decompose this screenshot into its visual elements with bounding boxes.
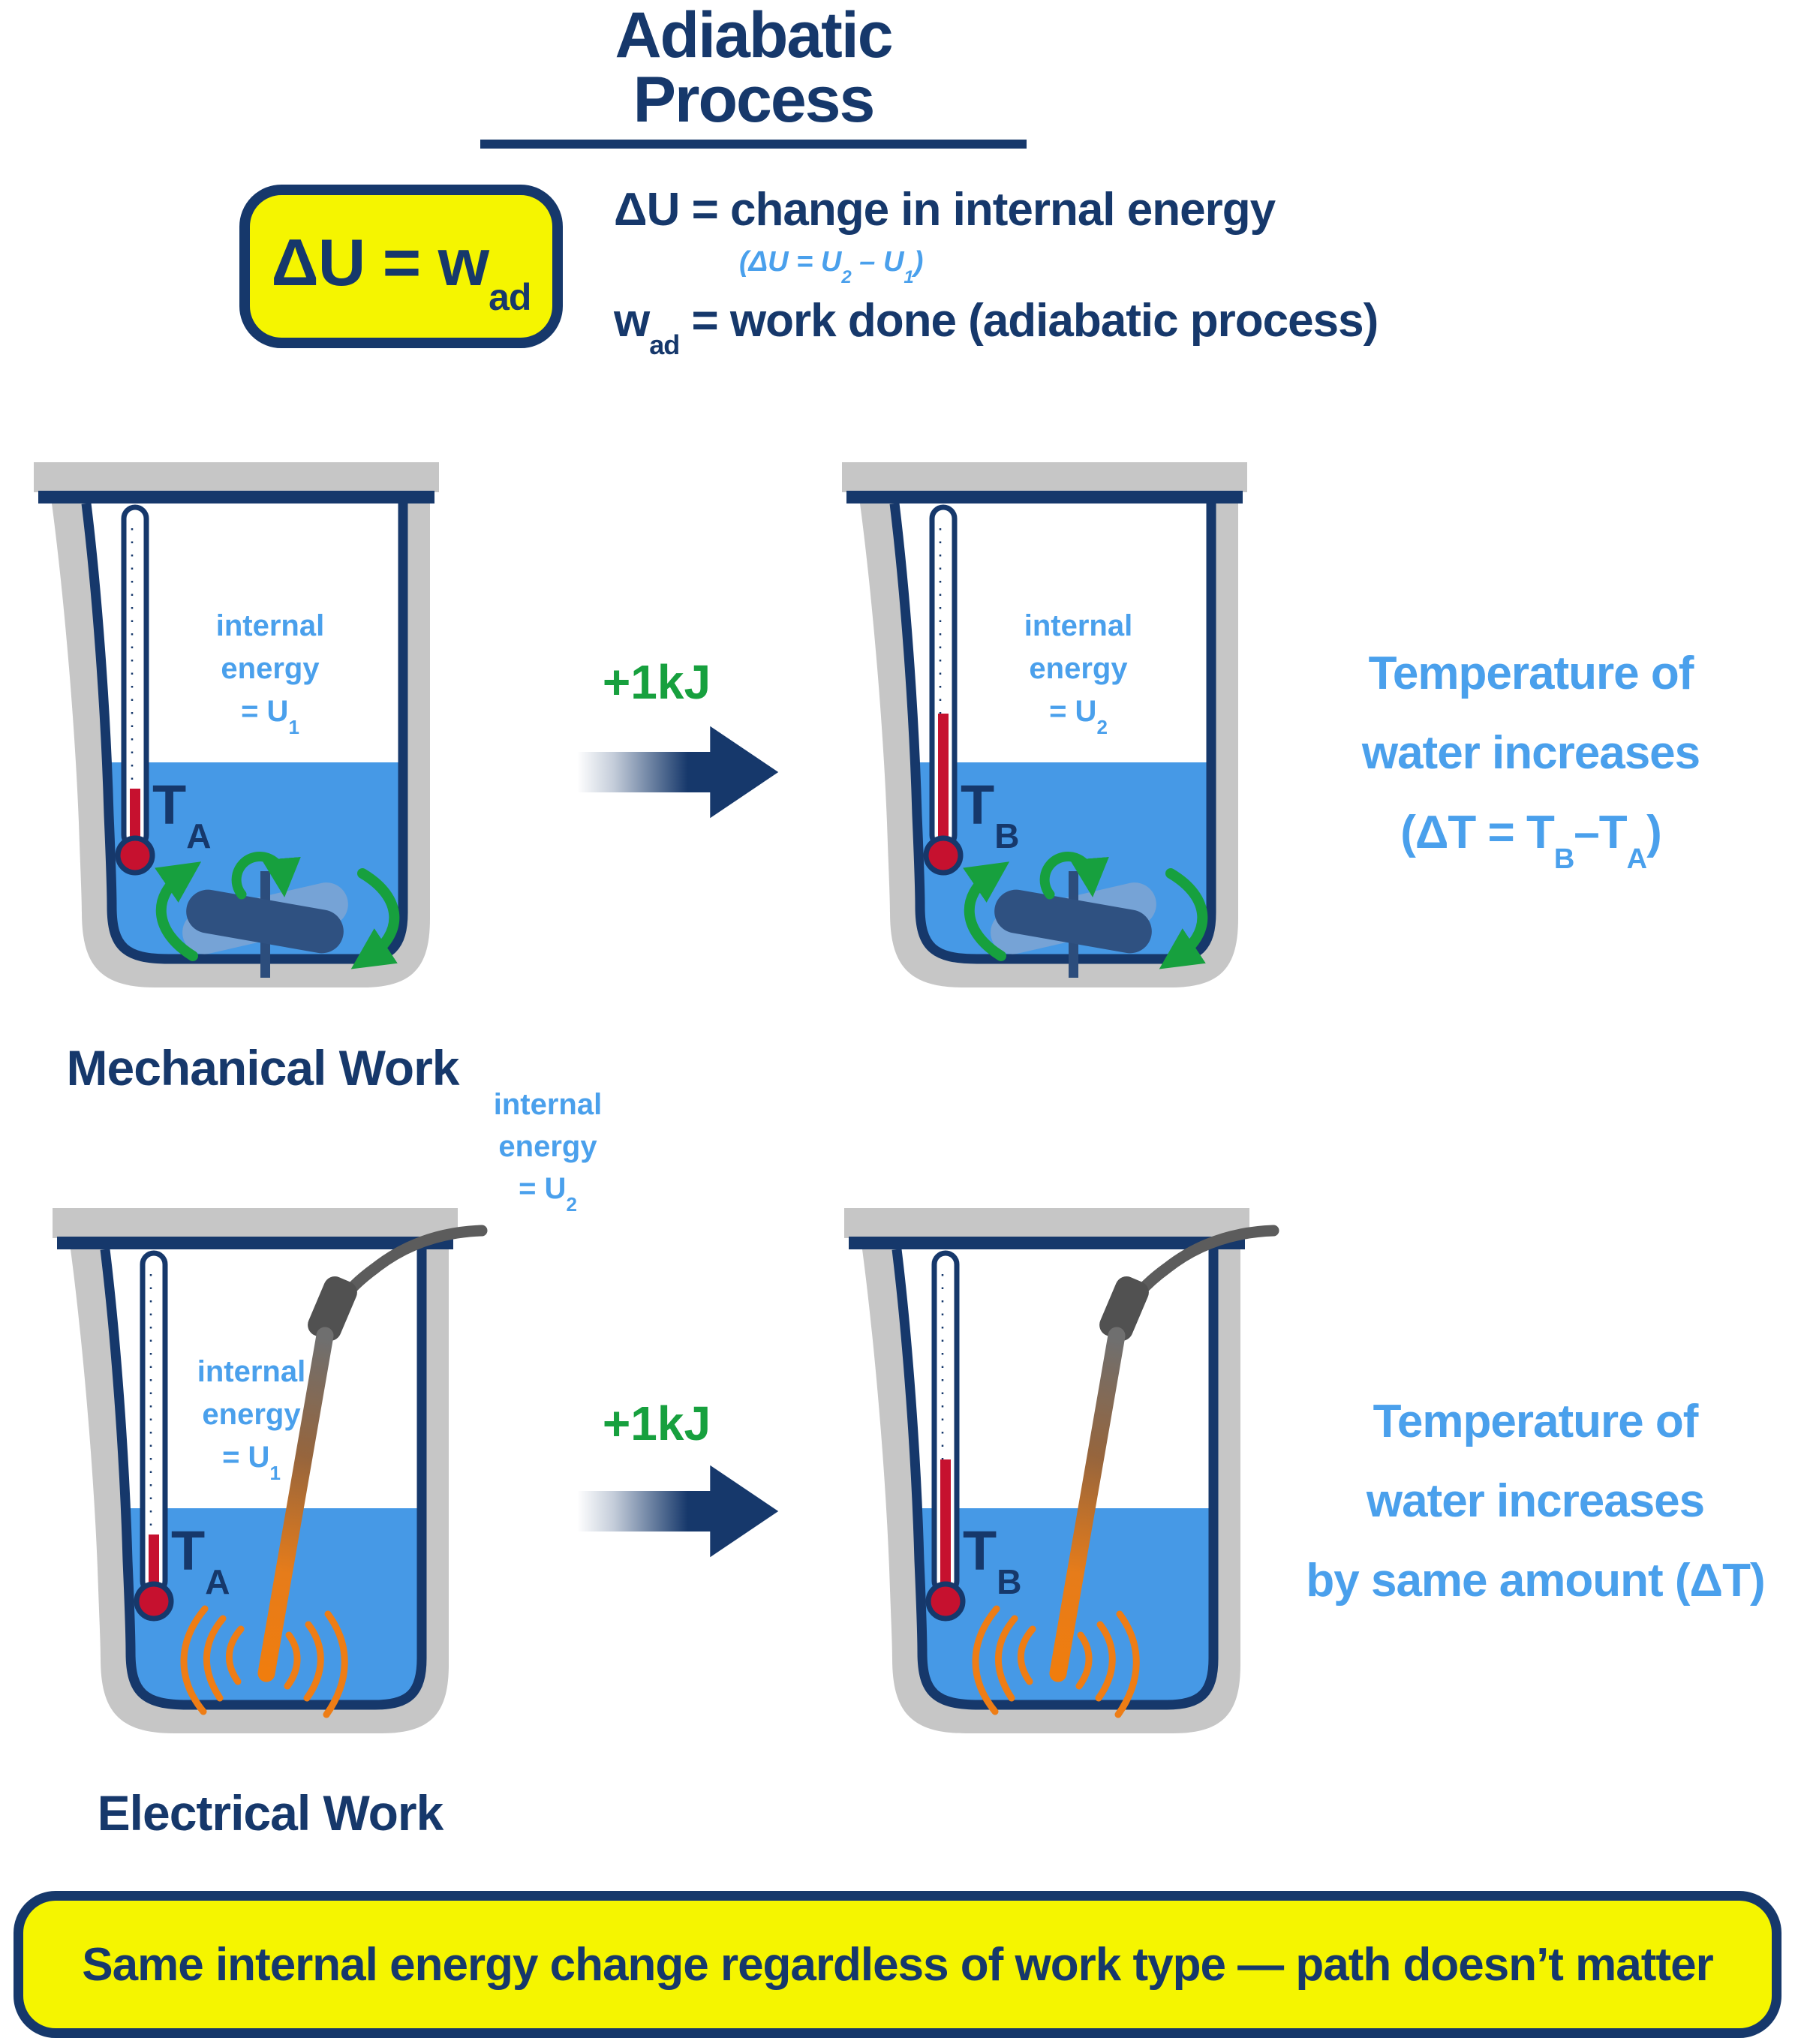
electrical-work-title: Electrical Work — [97, 1785, 444, 1841]
internal-energy-label: internal energy = U1 — [215, 609, 325, 738]
energy-added-label: +1kJ — [602, 1396, 711, 1450]
beaker-mechanical-after: internal energy = U2 TB — [842, 462, 1247, 1006]
right-arrow-icon — [577, 1465, 779, 1558]
electrical-caption: Temperature of water increases by same a… — [1306, 1396, 1765, 1607]
beaker-shell — [844, 1208, 1249, 1733]
beaker-mechanical-before: internal energy = U1 TA — [34, 462, 439, 1006]
internal-energy-label: internal energy = U1 — [197, 1355, 306, 1484]
beaker-electrical-before: internal energy = U1 TA — [53, 1208, 458, 1752]
temperature-label: TA — [171, 1519, 230, 1601]
page-title-wrap: Adiabatic Process — [480, 3, 1027, 149]
temperature-label: TB — [961, 774, 1020, 855]
beaker-electrical-after: TB — [844, 1208, 1249, 1752]
thermometer-icon — [928, 1253, 963, 1619]
thermometer-icon — [118, 507, 152, 873]
mechanical-work-title: Mechanical Work — [66, 1040, 460, 1096]
formula-text: ΔU = wad — [271, 225, 532, 318]
definition-line-1: ΔU = change in internal energy — [614, 184, 1276, 236]
temperature-label: TA — [152, 774, 212, 855]
footer-note-box: Same internal energy change regardless o… — [14, 1891, 1781, 2038]
definition-line-3: wad = work done (adiabatic process) — [614, 295, 1379, 361]
energy-added-label: +1kJ — [602, 655, 711, 709]
internal-energy-label: internal energy = U2 — [1024, 609, 1133, 738]
mechanical-caption: Temperature of water increases (ΔT = TB–… — [1361, 648, 1700, 875]
formula-box: ΔU = wad — [239, 185, 563, 348]
beaker-graphic — [844, 1208, 1249, 1752]
footer-note-text: Same internal energy change regardless o… — [82, 1938, 1713, 1991]
definition-line-2: (ΔU = U2 – U1) — [739, 246, 924, 287]
temperature-label: TB — [963, 1519, 1022, 1601]
floating-internal-energy-label: internal energy = U2 — [493, 1088, 603, 1216]
right-arrow-icon — [577, 726, 779, 819]
page-title: Adiabatic Process — [480, 3, 1027, 149]
thermometer-icon — [926, 507, 961, 873]
